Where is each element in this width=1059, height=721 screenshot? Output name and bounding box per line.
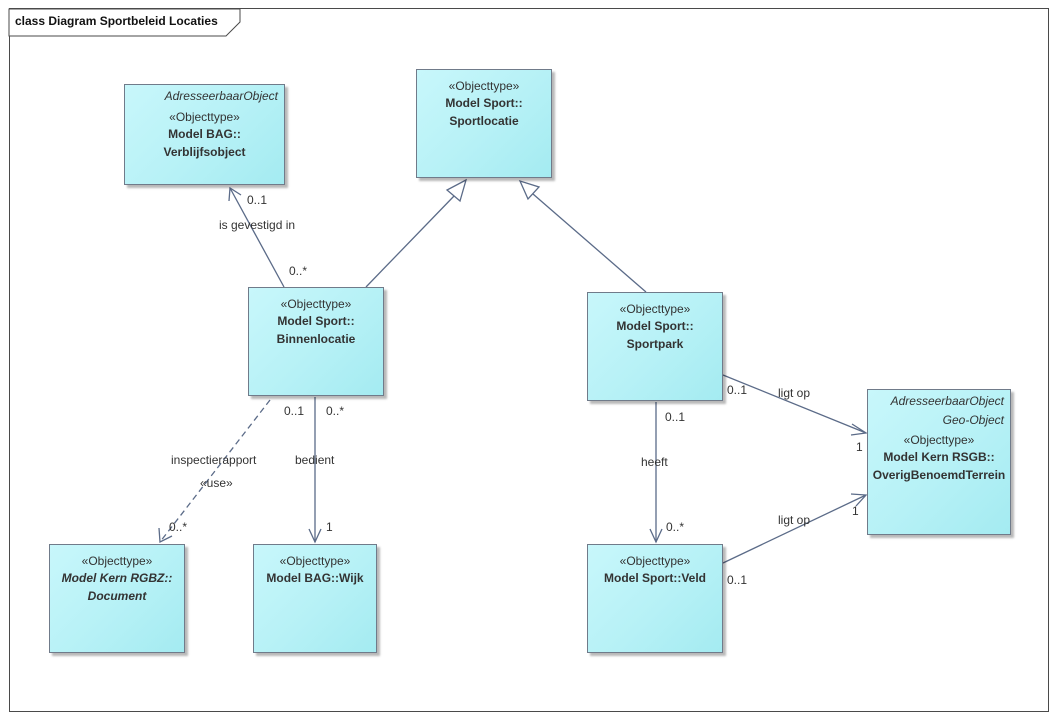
- mult-heeft-target: 0..*: [666, 520, 685, 534]
- class-name-line1: Model BAG::Wijk: [266, 571, 364, 585]
- mult-ligtop-veld-source: 0..1: [727, 573, 748, 587]
- mult-ligtop-veld-target: 1: [852, 504, 859, 518]
- association-gevestigd-line[interactable]: [229, 187, 285, 288]
- association-bedient-arrowhead: [308, 528, 322, 544]
- mult-bedient-source: 0..*: [326, 404, 345, 418]
- class-name-line1: Model Sport::: [445, 96, 523, 110]
- class-veld[interactable]: «Objecttype» Model Sport::Veld: [587, 544, 723, 653]
- class-name-line2: Verblijfsobject: [163, 145, 246, 159]
- class-binnenlocatie[interactable]: «Objecttype» Model Sport:: Binnenlocatie: [248, 287, 384, 396]
- mult-inspectie-source: 0..1: [284, 404, 305, 418]
- stereotype: «Objecttype»: [619, 554, 691, 568]
- mult-ligtop-sportpark-source: 0..1: [727, 383, 748, 397]
- class-verblijfsobject[interactable]: AdresseerbaarObject «Objecttype» Model B…: [124, 84, 285, 185]
- frame-title: class Diagram Sportbeleid Locaties: [15, 14, 218, 28]
- stereotype-use: «use»: [200, 476, 233, 490]
- tagged-value: Geo-Object: [942, 413, 1004, 427]
- class-sportlocatie[interactable]: «Objecttype» Model Sport:: Sportlocatie: [416, 69, 552, 178]
- class-document[interactable]: «Objecttype» Model Kern RGBZ:: Document: [49, 544, 185, 653]
- label-ligtop-veld: ligt op: [778, 513, 811, 527]
- class-name-line1: Model Kern RSGB::: [883, 450, 995, 464]
- class-name-line2: OverigBenoemdTerrein: [872, 468, 1006, 482]
- label-gevestigd: is gevestigd in: [219, 218, 296, 232]
- association-ligtop-veld-line[interactable]: [722, 494, 867, 564]
- dependency-inspectie-arrowhead: [158, 527, 173, 544]
- tagged-value: AdresseerbaarObject: [164, 89, 278, 103]
- class-name-line1: Model Sport::: [616, 319, 694, 333]
- class-name-line2: Binnenlocatie: [276, 332, 356, 346]
- mult-gevestigd-target: 0..1: [247, 193, 268, 207]
- mult-inspectie-target: 0..*: [169, 520, 188, 534]
- class-name-line1: Model Sport::Veld: [604, 571, 706, 585]
- class-name-line2: Sportlocatie: [449, 114, 519, 128]
- frame-title-tab: [8, 8, 241, 37]
- mult-gevestigd-source: 0..*: [289, 264, 308, 278]
- label-bedient: bedient: [295, 453, 335, 467]
- mult-bedient-target: 1: [326, 520, 333, 534]
- association-ligtop-veld-arrowhead: [850, 493, 868, 507]
- association-ligtop-sportpark-line[interactable]: [722, 374, 867, 434]
- generalization-binnenlocatie-arrowhead: [445, 178, 468, 203]
- class-name-line1: Model BAG::: [168, 127, 241, 141]
- mult-heeft-source: 0..1: [665, 410, 686, 424]
- stereotype: «Objecttype»: [448, 79, 520, 93]
- stereotype: «Objecttype»: [619, 302, 691, 316]
- generalization-binnenlocatie-line[interactable]: [365, 194, 456, 288]
- label-ligtop-sportpark: ligt op: [778, 386, 811, 400]
- class-wijk[interactable]: «Objecttype» Model BAG::Wijk: [253, 544, 377, 653]
- class-name-line2: Document: [87, 589, 147, 603]
- label-inspectie: inspectierapport: [171, 453, 257, 467]
- association-gevestigd-arrowhead: [228, 186, 242, 202]
- stereotype: «Objecttype»: [903, 433, 975, 447]
- class-sportpark[interactable]: «Objecttype» Model Sport:: Sportpark: [587, 292, 723, 401]
- stereotype: «Objecttype»: [81, 554, 153, 568]
- association-ligtop-sportpark-arrowhead: [850, 423, 868, 436]
- stereotype: «Objecttype»: [280, 297, 352, 311]
- association-heeft-arrowhead: [649, 528, 663, 544]
- stereotype: «Objecttype»: [279, 554, 351, 568]
- generalization-sportpark-line[interactable]: [532, 193, 647, 293]
- class-name-line2: Sportpark: [626, 337, 684, 351]
- class-overigbenoemdterrein[interactable]: AdresseerbaarObject Geo-Object «Objectty…: [867, 389, 1011, 535]
- class-name-line1: Model Sport::: [277, 314, 355, 328]
- mult-ligtop-sportpark-target: 1: [856, 440, 863, 454]
- class-name-line1: Model Kern RGBZ::: [61, 571, 173, 585]
- generalization-sportpark-arrowhead: [518, 179, 541, 201]
- label-heeft: heeft: [641, 455, 668, 469]
- tagged-value: AdresseerbaarObject: [890, 394, 1004, 408]
- stereotype: «Objecttype»: [169, 110, 240, 124]
